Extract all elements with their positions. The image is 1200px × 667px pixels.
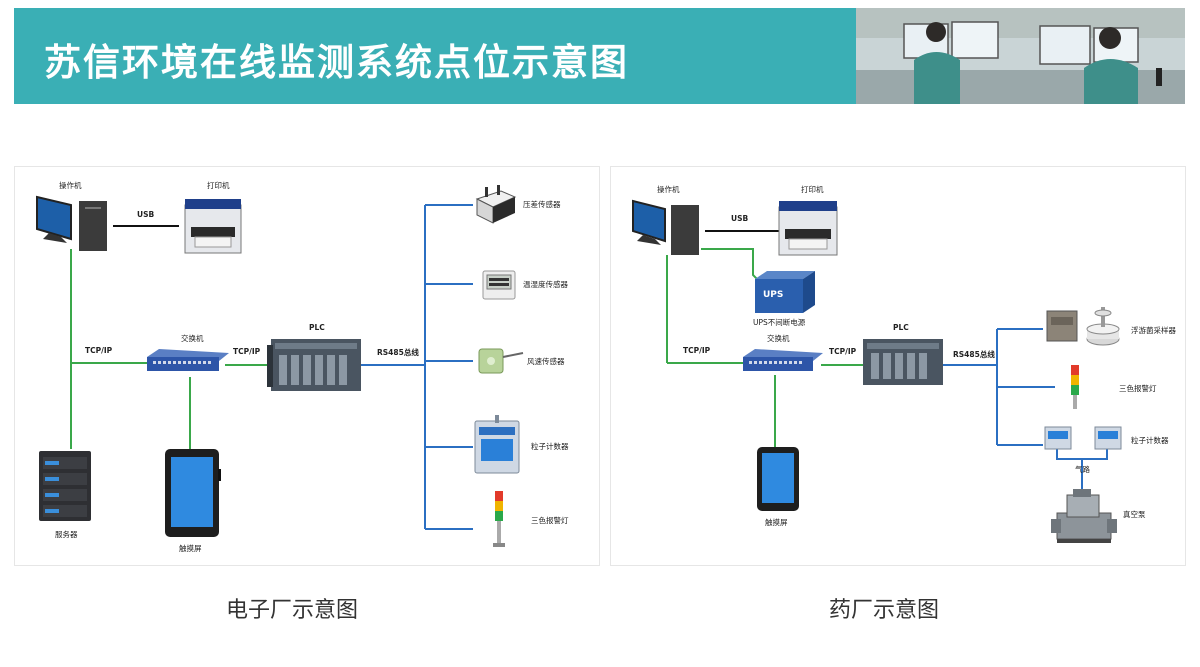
device-label-1: 浮游菌采样器 bbox=[1131, 325, 1176, 335]
printer-icon bbox=[778, 201, 838, 256]
plc-icon bbox=[267, 339, 361, 391]
operator-pc-label: 操作机 bbox=[59, 180, 82, 190]
ups-badge-text: UPS bbox=[763, 290, 783, 300]
printer-icon bbox=[184, 199, 242, 254]
sensor-label-2: 温湿度传感器 bbox=[523, 279, 568, 289]
rs485-bus-label: RS485总线 bbox=[377, 347, 419, 357]
device-label-3: 粒子计数器 bbox=[1131, 435, 1169, 445]
sensor-label-5: 三色报警灯 bbox=[531, 515, 569, 525]
particle-counter-icon-2 bbox=[1094, 426, 1122, 450]
page-title: 苏信环境在线监测系统点位示意图 bbox=[44, 41, 629, 84]
operators-photo bbox=[856, 8, 1185, 104]
network-switch-icon bbox=[147, 349, 229, 371]
touchscreen-icon bbox=[757, 447, 799, 511]
touchscreen-label: 触摸屏 bbox=[179, 543, 202, 553]
touchscreen-icon bbox=[165, 449, 221, 537]
ups-label: UPS不间断电源 bbox=[753, 317, 806, 327]
electronics-diagram-panel: 操作机 打印机 USB 交换机 TCP/IP TCP/IP bbox=[14, 166, 600, 566]
sensor-label-4: 粒子计数器 bbox=[531, 441, 569, 451]
tri-color-alarm-light-icon bbox=[1071, 365, 1079, 409]
usb-label: USB bbox=[731, 214, 748, 223]
pharma-caption: 药厂示意图 bbox=[829, 598, 940, 623]
server-label: 服务器 bbox=[55, 529, 78, 539]
printer-label: 打印机 bbox=[801, 184, 824, 194]
switch-label: 交换机 bbox=[181, 333, 204, 343]
network-switch-icon bbox=[743, 349, 823, 371]
ups-icon: UPS bbox=[755, 271, 815, 313]
temperature-humidity-sensor-icon bbox=[482, 270, 516, 300]
vacuum-pump-icon bbox=[1051, 489, 1117, 543]
tcpip-left-label: TCP/IP bbox=[85, 346, 113, 355]
printer-label: 打印机 bbox=[207, 180, 230, 190]
air-velocity-sensor-icon bbox=[478, 348, 524, 374]
plc-icon bbox=[863, 339, 943, 385]
operator-pc-icon bbox=[632, 199, 699, 255]
airborne-microbe-sampler-icon bbox=[1046, 307, 1120, 346]
operator-pc-label: 操作机 bbox=[657, 184, 680, 194]
differential-pressure-sensor-icon bbox=[475, 185, 517, 224]
airpath-label: 气路 bbox=[1075, 464, 1091, 474]
header-banner: 苏信环境在线监测系统点位示意图 bbox=[14, 8, 856, 104]
tcpip-right-label: TCP/IP bbox=[233, 347, 261, 356]
plc-label: PLC bbox=[309, 323, 325, 332]
rs485-bus-label: RS485总线 bbox=[953, 349, 995, 359]
tcpip-left-label: TCP/IP bbox=[683, 346, 711, 355]
sensor-label-1: 压差传感器 bbox=[523, 199, 561, 209]
particle-counter-icon bbox=[474, 415, 520, 474]
pharma-diagram-panel: 操作机 打印机 USB UPS UPS不间断电源 bbox=[610, 166, 1186, 566]
sensor-label-3: 风速传感器 bbox=[527, 356, 565, 366]
usb-label: USB bbox=[137, 210, 154, 219]
tri-color-alarm-light-icon bbox=[493, 491, 505, 547]
touchscreen-label: 触摸屏 bbox=[765, 517, 788, 527]
plc-label: PLC bbox=[893, 323, 909, 332]
tcpip-right-label: TCP/IP bbox=[829, 347, 857, 356]
particle-counter-icon-1 bbox=[1044, 426, 1072, 450]
device-label-2: 三色报警灯 bbox=[1119, 383, 1157, 393]
switch-label: 交换机 bbox=[767, 333, 790, 343]
vacuum-pump-label: 真空泵 bbox=[1123, 509, 1146, 519]
server-icon bbox=[39, 451, 91, 521]
operator-pc-icon bbox=[36, 195, 107, 251]
electronics-caption: 电子厂示意图 bbox=[226, 598, 359, 623]
ethernet-link-ups bbox=[701, 248, 764, 286]
